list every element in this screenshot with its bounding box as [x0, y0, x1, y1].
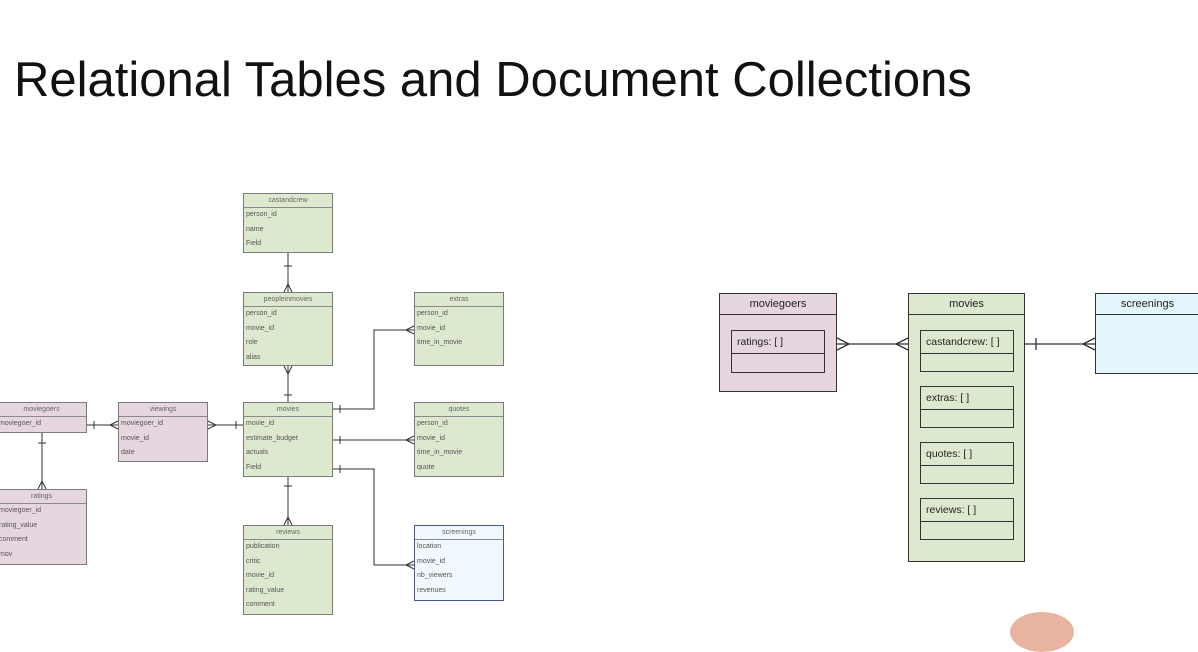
- table-field: moviegoer_id: [0, 420, 42, 427]
- table-field: person_id: [246, 211, 277, 218]
- table-header: castandcrew: [244, 194, 332, 208]
- slide-title: Relational Tables and Document Collectio…: [14, 53, 972, 107]
- table-field: quote: [417, 463, 435, 471]
- table-header: extras: [415, 293, 503, 307]
- table-header: ratings: [0, 490, 86, 504]
- table-header: viewings: [119, 403, 207, 417]
- table-field: moviegoer_id: [121, 420, 164, 427]
- table-field: revenues: [417, 586, 446, 594]
- table-field: estimate_budget: [246, 434, 298, 442]
- table-reviews: reviews publication critic movie_id rati…: [243, 525, 333, 615]
- embedded-reviews: reviews: [ ]: [920, 498, 1014, 540]
- table-field: movie_id: [246, 572, 275, 580]
- table-field: time_in_movie: [417, 449, 463, 457]
- table-field: person_id: [246, 310, 277, 317]
- table-field: actuals: [246, 449, 269, 457]
- table-field: movie_id: [417, 324, 446, 332]
- table-ratings: ratings moviegoer_id rating_value commen…: [0, 489, 87, 565]
- table-field: movie_id: [417, 557, 446, 565]
- collection-movies: movies castandcrew: [ ] extras: [ ] quot…: [908, 293, 1025, 562]
- table-field: mov: [0, 550, 13, 558]
- table-field: rating_value: [246, 586, 285, 594]
- table-field: location: [417, 543, 442, 550]
- table-header: quotes: [415, 403, 503, 417]
- embedded-quotes: quotes: [ ]: [920, 442, 1014, 484]
- table-field: nb_viewers: [417, 572, 453, 580]
- table-moviegoers: moviegoers moviegoer_id: [0, 402, 87, 433]
- table-viewings: viewings moviegoer_id movie_id date: [118, 402, 208, 462]
- table-field: publication: [246, 543, 280, 550]
- table-movies: movies movie_id estimate_budget actuals …: [243, 402, 333, 477]
- table-field: comment: [0, 536, 28, 544]
- embedded-label: extras: [ ]: [921, 387, 1013, 410]
- table-header: movies: [244, 403, 332, 417]
- embedded-label: quotes: [ ]: [921, 443, 1013, 466]
- table-field: movie_id: [246, 420, 275, 427]
- table-field: person_id: [417, 420, 448, 427]
- embedded-extras: extras: [ ]: [920, 386, 1014, 428]
- table-peopleinmovies: peopleinmovies person_id movie_id role a…: [243, 292, 333, 366]
- table-field: alias: [246, 353, 261, 361]
- table-castandcrew: castandcrew person_id name Field: [243, 193, 333, 253]
- table-header: reviews: [244, 526, 332, 540]
- table-quotes: quotes person_id movie_id time_in_movie …: [414, 402, 504, 477]
- table-field: critic: [246, 557, 261, 565]
- table-field: movie_id: [121, 434, 150, 442]
- table-header: screenings: [415, 526, 503, 540]
- table-field: role: [246, 339, 258, 347]
- table-field: Field: [246, 240, 262, 248]
- presenter-avatar: [1010, 612, 1074, 652]
- relationship-lines: [37, 253, 1096, 570]
- table-header: peopleinmovies: [244, 293, 332, 307]
- table-extras: extras person_id movie_id time_in_movie: [414, 292, 504, 366]
- table-header: moviegoers: [0, 403, 86, 417]
- table-field: movie_id: [417, 434, 446, 442]
- collection-header: screenings: [1096, 294, 1198, 315]
- table-field: person_id: [417, 310, 448, 317]
- collection-screenings: screenings: [1095, 293, 1198, 374]
- collection-header: moviegoers: [720, 294, 836, 315]
- table-field: rating_value: [0, 521, 38, 529]
- collection-moviegoers: moviegoers ratings: [ ]: [719, 293, 837, 392]
- embedded-label: ratings: [ ]: [732, 331, 824, 354]
- embedded-ratings: ratings: [ ]: [731, 330, 825, 373]
- embedded-castandcrew: castandcrew: [ ]: [920, 330, 1014, 372]
- table-field: comment: [246, 601, 275, 609]
- table-field: moviegoer_id: [0, 507, 42, 514]
- collection-header: movies: [909, 294, 1024, 315]
- embedded-label: castandcrew: [ ]: [921, 331, 1013, 354]
- table-field: movie_id: [246, 324, 275, 332]
- embedded-label: reviews: [ ]: [921, 499, 1013, 522]
- table-screenings: screenings location movie_id nb_viewers …: [414, 525, 504, 601]
- table-field: date: [121, 449, 135, 457]
- table-field: name: [246, 225, 264, 233]
- table-field: Field: [246, 463, 262, 471]
- table-field: time_in_movie: [417, 339, 463, 347]
